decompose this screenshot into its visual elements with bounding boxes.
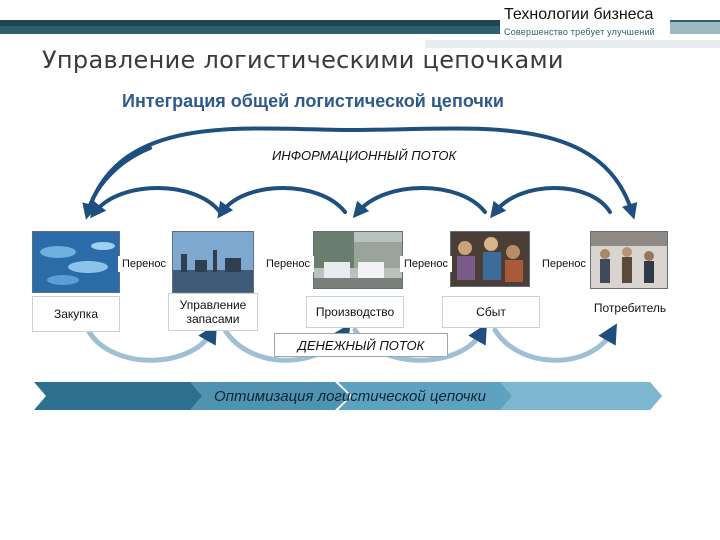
inventory-photo — [172, 231, 254, 293]
sales-photo — [450, 231, 530, 287]
transfer-label-3: Перенос — [400, 256, 452, 272]
info-arc-1 — [90, 186, 222, 219]
info-arc-2 — [217, 186, 347, 219]
stage-sales: Сбыт — [442, 296, 540, 328]
stage-consumer: Потребитель — [584, 294, 676, 322]
consumer-photo — [590, 231, 668, 289]
optimization-label: Оптимизация логистической цепочки — [214, 388, 486, 405]
info-flow-arc — [86, 126, 638, 220]
transfer-label-2: Перенос — [262, 256, 314, 272]
info-arc-4 — [490, 186, 612, 219]
stage-production: Производство — [306, 296, 404, 328]
purchase-photo — [32, 231, 120, 293]
brand-logo — [500, 2, 670, 42]
money-arc-4 — [492, 323, 618, 363]
brand-name: Технологии бизнеса — [504, 6, 654, 23]
diagram-subtitle: Интеграция общей логистической цепочки — [122, 91, 504, 111]
production-photo — [313, 231, 403, 289]
page-title: Управление логистическими цепочками — [42, 46, 564, 74]
optimization-banner — [34, 382, 662, 410]
header-bar-accent — [0, 20, 500, 26]
stage-purchase: Закупка — [32, 296, 120, 332]
info-flow-label: ИНФОРМАЦИОННЫЙ ПОТОК — [272, 148, 457, 163]
brand-slogan: Совершенство требует улучшений — [504, 27, 655, 37]
transfer-label-4: Перенос — [538, 256, 590, 272]
info-flow-arc-start — [82, 146, 152, 220]
money-arc-1 — [85, 323, 218, 363]
stage-inventory: Управление запасами — [168, 293, 258, 331]
transfer-label-1: Перенос — [118, 256, 170, 272]
money-flow-label: ДЕНЕЖНЫЙ ПОТОК — [274, 333, 448, 357]
info-arc-3 — [352, 186, 487, 219]
title-underline — [425, 40, 720, 48]
